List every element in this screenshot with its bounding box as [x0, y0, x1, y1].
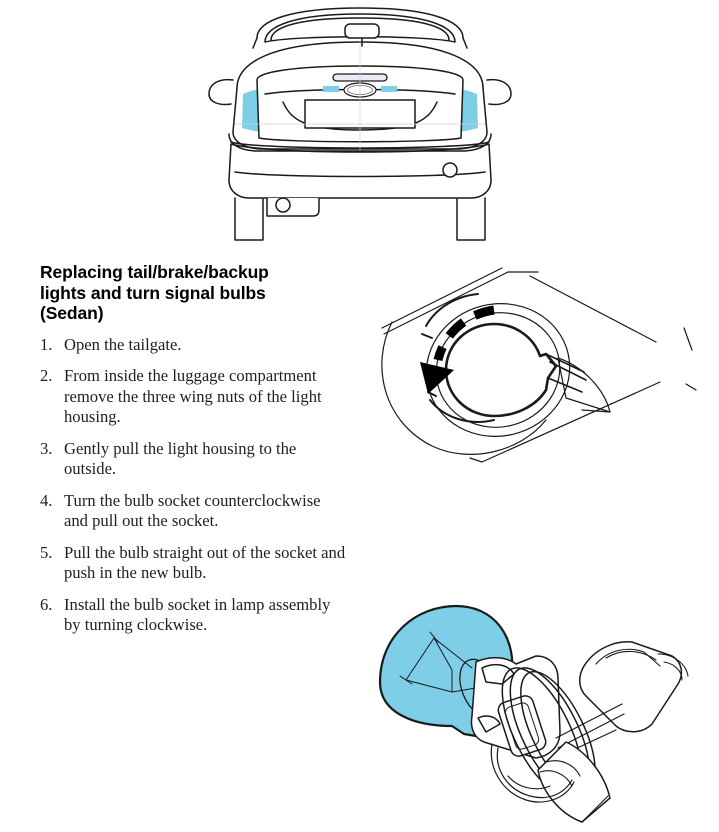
fragment-line-1 — [683, 327, 693, 351]
step-item: 1. Open the tailgate. — [40, 335, 348, 356]
right-wheel — [456, 197, 486, 241]
boot-edge — [581, 795, 609, 823]
panel-edge-lower-tick — [469, 457, 483, 463]
bulb-socket-rotation-drawing — [381, 267, 697, 463]
collar-detail — [507, 775, 551, 790]
step-number: 2. — [40, 366, 53, 385]
step-item: 3. Gently pull the light housing to the … — [40, 439, 348, 480]
terminal-blade-1 — [555, 703, 623, 739]
connector-body — [579, 641, 683, 733]
left-backup-marker — [323, 86, 339, 92]
rear-body — [232, 41, 488, 150]
panel-edge-1 — [381, 267, 503, 329]
terminal-blade-2 — [557, 713, 625, 749]
step-text: Install the bulb socket in lamp assembly… — [64, 594, 331, 635]
rotation-arrow-head — [420, 362, 454, 394]
heading-line-2: lights and turn signal bulbs — [40, 282, 266, 303]
connector-line-2 — [549, 361, 587, 381]
housing-outer-contour — [381, 321, 547, 455]
ring-notch-upper-end — [421, 333, 433, 339]
heading-line-1: Replacing tail/brake/backup — [40, 262, 269, 282]
step-number: 6. — [40, 594, 53, 614]
right-pillar — [462, 37, 468, 49]
step-text: Gently pull the light housing to the out… — [64, 438, 297, 479]
step-text: From inside the luggage compartment remo… — [64, 366, 322, 426]
collar-loop-lower-2 — [496, 747, 573, 799]
connector-rib-2 — [605, 650, 657, 661]
sedan-rear-view-drawing — [208, 7, 512, 241]
ring-notch-upper — [425, 293, 479, 327]
instructions-column: Replacing tail/brake/backup lights and t… — [40, 262, 348, 647]
panel-edge-3 — [529, 275, 657, 343]
panel-edge-4 — [481, 381, 661, 463]
bulb-socket-rotation-figure — [370, 262, 719, 494]
connector-hook-inner — [663, 661, 683, 681]
connector-line-1 — [545, 353, 585, 373]
page-title: Replacing tail/brake/backup lights and t… — [40, 262, 348, 324]
left-pillar — [252, 37, 258, 49]
panel-edge-2 — [383, 271, 509, 335]
filament-line-3 — [433, 637, 453, 671]
sedan-rear-view-figure — [195, 2, 525, 242]
window-inner — [270, 17, 450, 41]
roof-line — [256, 7, 464, 39]
filament-line-5 — [433, 637, 473, 669]
left-mirror — [208, 78, 234, 106]
ring-notch-lower — [429, 399, 495, 423]
step-item: 4. Turn the bulb socket counterclockwise… — [40, 491, 348, 532]
bumper-crease — [234, 171, 486, 178]
right-backup-marker — [381, 86, 397, 92]
connector-rib-1 — [595, 648, 661, 667]
connector-hook — [657, 653, 689, 677]
roof-detail — [344, 23, 380, 39]
heading-line-3: (Sedan) — [40, 303, 104, 323]
step-number: 3. — [40, 438, 53, 458]
right-mirror — [486, 78, 512, 106]
collar-loop-lower — [490, 743, 575, 803]
step-text: Turn the bulb socket counterclockwise an… — [64, 490, 321, 531]
step-text: Pull the bulb straight out of the socket… — [64, 542, 346, 583]
rotation-arrow-dashes — [433, 305, 495, 362]
step-text: Open the tailgate. — [64, 334, 182, 354]
base-tab-lower — [477, 715, 501, 733]
step-item: 5. Pull the bulb straight out of the soc… — [40, 543, 348, 584]
step-item: 2. From inside the luggage compartment r… — [40, 366, 348, 428]
step-item: 6. Install the bulb socket in lamp assem… — [40, 595, 348, 636]
left-wheel — [234, 197, 264, 241]
bumper-reflector — [442, 162, 458, 178]
filament-tick-1 — [399, 675, 413, 685]
step-number: 4. — [40, 490, 53, 510]
connector-line-3 — [547, 377, 583, 393]
exhaust-tip — [275, 197, 291, 213]
step-number: 5. — [40, 542, 53, 562]
exhaust-shield — [266, 197, 320, 217]
bulb-socket-assembly-drawing — [378, 604, 689, 823]
step-number: 1. — [40, 334, 53, 354]
bulb-socket-assembly-figure — [360, 592, 719, 832]
filament-line-6 — [451, 687, 477, 693]
filament-tick-2 — [429, 631, 439, 643]
boot-crease-1 — [545, 760, 581, 777]
filament-line-2 — [405, 679, 453, 693]
socket-body — [444, 322, 558, 418]
wire-boot-edge — [581, 409, 611, 413]
fragment-line-2 — [685, 383, 697, 391]
base-tab-upper — [481, 663, 515, 685]
filament-line-1 — [405, 637, 435, 681]
